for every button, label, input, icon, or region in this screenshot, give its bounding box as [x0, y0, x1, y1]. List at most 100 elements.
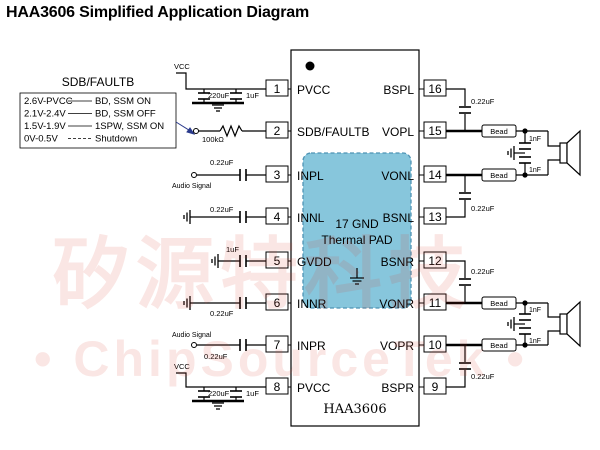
out-left-speaker-icon — [566, 129, 581, 177]
out-right-node-a — [522, 300, 528, 306]
bs-right-top-label: 0.22uF — [471, 267, 495, 276]
pin-name-left: SDB/FAULTB — [297, 125, 369, 139]
pin-number-left: 3 — [274, 168, 281, 182]
mode-row-mode: Shutdown — [95, 134, 137, 145]
pvcc-top-label-220u: 220uF — [208, 91, 230, 100]
pin-name-right: BSPR — [381, 381, 414, 395]
mode-row-mode: BD, SSM ON — [95, 96, 151, 107]
pin-box-left-5 — [265, 251, 289, 269]
out-right-node-b — [522, 342, 528, 348]
right-external-network — [446, 88, 581, 388]
pin-number-left: 4 — [274, 210, 281, 224]
pin-name-left: INNL — [297, 211, 325, 225]
out-left-spk-lead-b — [547, 159, 560, 175]
pin-box-left-6 — [265, 293, 289, 311]
mode-row-range: 2.1V-2.4V — [24, 109, 66, 120]
mode-row-range: 0V-0.5V — [24, 134, 58, 145]
out-left-spk-lead-a — [547, 131, 560, 147]
bs-left-top-lead-b — [446, 114, 466, 132]
pin-number-left: 6 — [274, 296, 281, 310]
thermal-pad-label: Thermal PAD — [321, 233, 392, 247]
pin-box-left-4 — [265, 207, 289, 225]
pin-number-right: 16 — [428, 82, 442, 96]
pin-number-left: 2 — [274, 124, 281, 138]
left-network-labels: VCC 220uF 1uF VCC 220uF 1uF 100kΩ 0.22uF Audio S… — [172, 62, 259, 398]
bs-right-bottom-lead-b — [446, 370, 466, 388]
bs-right-top-lead-b — [446, 286, 466, 304]
thermal-pad-label-gnd: 17 GND — [335, 217, 379, 231]
out-left-speaker-body — [559, 142, 568, 164]
pvcc-bottom-label-1u: 1uF — [246, 389, 259, 398]
bs-left-top-lead-a — [446, 88, 466, 106]
bs-left-top-label: 0.22uF — [471, 97, 495, 106]
out-left-node-b — [522, 172, 528, 178]
pin-box-right-16 — [423, 79, 447, 97]
out-left-bead-label-1: Bead — [490, 171, 508, 180]
pvcc-bottom-label-220u: 220uF — [208, 389, 230, 398]
pin-name-right: BSPL — [383, 83, 414, 97]
pin-box-left-1 — [265, 79, 289, 97]
inpl-audio-terminal — [191, 172, 197, 178]
out-left-node-a — [522, 128, 528, 134]
thermal-pad — [302, 152, 412, 309]
pin-name-right: VONR — [379, 297, 414, 311]
out-left-label-1nf-bottom: 1nF — [529, 167, 541, 174]
pin-number-right: 13 — [428, 210, 442, 224]
pin-box-left-3 — [265, 165, 289, 183]
out-right-speaker-icon — [566, 300, 581, 348]
pin-box-right-13 — [423, 207, 447, 225]
right-pin-column: 16BSPL15VOPL14VONL13BSNL12BSNR11VONR10VO… — [379, 79, 447, 395]
chip-part-number: HAA3606 — [323, 402, 386, 417]
innl-cap-label: 0.22uF — [210, 205, 234, 214]
pin-number-left: 8 — [274, 380, 281, 394]
out-left-bead-label-0: Bead — [490, 127, 508, 136]
pin-box-right-12 — [423, 251, 447, 269]
out-right-bead-label-0: Bead — [490, 299, 508, 308]
sdb-resistor-label: 100kΩ — [202, 135, 224, 144]
bs-right-top-lead-a — [446, 260, 466, 278]
mode-table-heading: SDB/FAULTB — [62, 75, 134, 89]
inpl-cap-label: 0.22uF — [210, 158, 234, 167]
pvcc-top-label-1u: 1uF — [246, 91, 259, 100]
pin-number-right: 9 — [432, 380, 439, 394]
pin-name-left: PVCC — [297, 381, 331, 395]
mode-row-range: 2.6V-PVCC — [24, 96, 73, 107]
pin-name-left: INNR — [297, 297, 327, 311]
gvdd-cap-label: 1uF — [226, 245, 239, 254]
pin-number-right: 10 — [428, 338, 442, 352]
pvcc-top-vcc-label: VCC — [174, 62, 190, 71]
pin-number-right: 11 — [429, 296, 442, 310]
pin-number-right: 12 — [428, 254, 442, 268]
out-left-label-1nf-top: 1nF — [529, 136, 541, 143]
mode-table-frame — [19, 92, 177, 149]
pvcc-bottom-rail — [176, 372, 266, 388]
inpr-cap-label: 0.22uF — [204, 352, 228, 361]
pin-name-right: VOPL — [382, 125, 414, 139]
innr-cap-label: 0.22uF — [210, 309, 234, 318]
bs-left-bottom-label: 0.22uF — [471, 204, 495, 213]
pin-name-left: INPL — [297, 169, 324, 183]
pin-name-right: VOPR — [380, 339, 414, 353]
pin-box-left-8 — [265, 377, 289, 395]
out-right-bead-label-1: Bead — [490, 341, 508, 350]
bs-right-bottom-lead-a — [446, 344, 466, 362]
mode-row-mode: 1SPW, SSM ON — [95, 121, 164, 132]
pvcc-bottom-vcc-label: VCC — [174, 362, 190, 371]
pin-box-left-7 — [265, 335, 289, 353]
pin-name-right: BSNR — [381, 255, 415, 269]
bs-left-bottom-lead-a — [446, 174, 466, 192]
pin-number-right: 14 — [428, 168, 442, 182]
pin-number-left: 1 — [274, 82, 281, 96]
pin-box-right-9 — [423, 377, 447, 395]
bs-left-bottom-lead-b — [446, 200, 466, 218]
pin-name-right: BSNL — [383, 211, 415, 225]
inpr-audio-terminal — [191, 342, 197, 348]
out-right-speaker-body — [559, 313, 568, 335]
pin-number-left: 5 — [274, 254, 281, 268]
pin-name-left: GVDD — [297, 255, 332, 269]
pvcc-top-rail — [176, 72, 266, 90]
inpr-audio-label: Audio Signal — [172, 332, 212, 339]
